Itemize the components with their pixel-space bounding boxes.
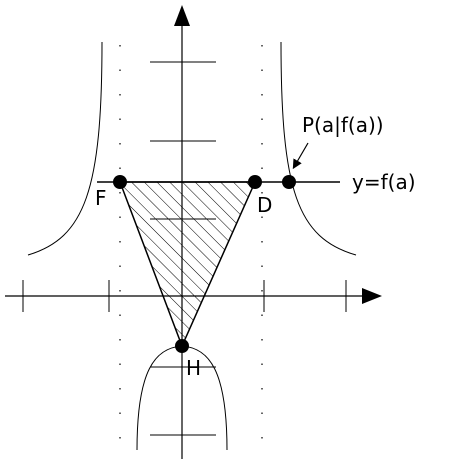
label-point-p: P(a|f(a)) [302, 113, 384, 137]
label-point-h: H [186, 356, 201, 380]
hatched-triangle [118, 181, 257, 348]
label-point-f: F [95, 186, 107, 210]
point-f-marker [113, 175, 127, 189]
point-h-marker [175, 339, 189, 353]
pointer-arrow [292, 142, 309, 170]
y-axis-arrow [174, 5, 190, 26]
curve-upper-right [280, 41, 357, 256]
label-point-d: D [257, 193, 272, 217]
label-line-equation: y=f(a) [352, 170, 416, 194]
point-d-marker [248, 175, 262, 189]
point-p-marker [282, 175, 296, 189]
x-axis-arrow [362, 288, 382, 304]
curve-upper-left [27, 41, 103, 256]
